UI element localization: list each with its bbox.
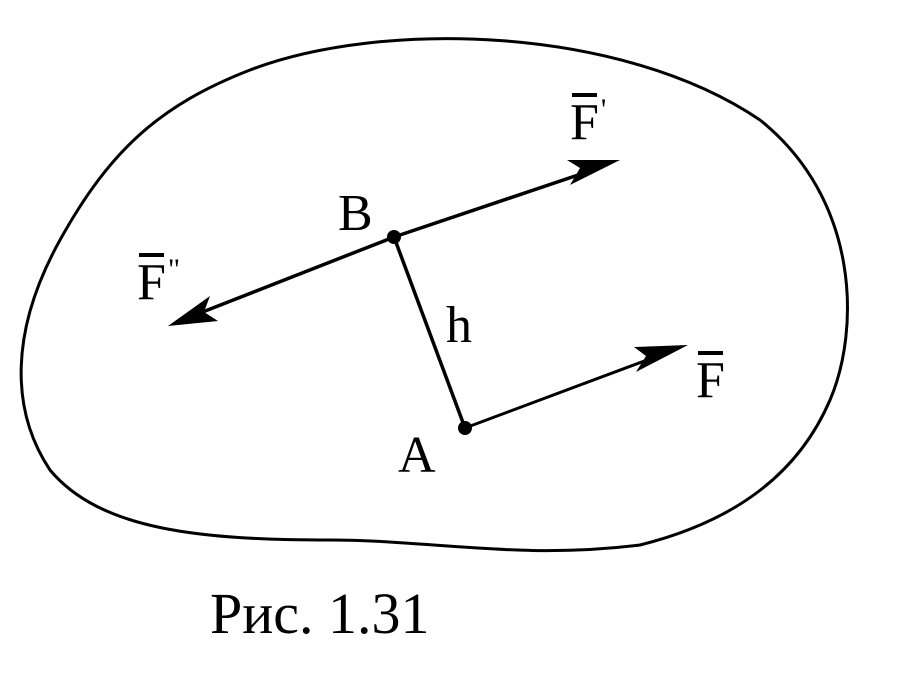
point-a	[458, 421, 472, 435]
vector-bar	[139, 253, 164, 257]
rigid-body-outline	[19, 37, 849, 553]
label-a: A	[398, 427, 436, 484]
force-line-f-double	[199, 235, 395, 315]
point-b	[387, 230, 401, 244]
f-double-letter: F	[137, 254, 166, 311]
f-double-symbol: F	[137, 253, 166, 311]
arm-h-line	[392, 236, 467, 429]
vector-bar	[572, 93, 597, 97]
force-line-f-prime	[393, 169, 591, 239]
label-b: B	[338, 185, 373, 242]
label-h: h	[446, 297, 472, 354]
label-f-double-prime: F "	[137, 253, 180, 311]
f-symbol: F	[696, 351, 725, 409]
force-line-f	[464, 355, 656, 430]
vector-bar	[698, 351, 723, 355]
double-prime-mark: "	[167, 253, 181, 286]
f-prime-letter: F	[570, 94, 599, 151]
prime-mark: '	[600, 93, 607, 126]
f-letter: F	[696, 352, 725, 409]
label-f: F	[696, 351, 725, 409]
arrowhead-f	[634, 345, 688, 372]
figure-caption: Рис. 1.31	[210, 581, 430, 646]
f-prime-symbol: F	[570, 93, 599, 151]
label-f-prime: F '	[570, 93, 606, 151]
arrowhead-f-double	[168, 296, 218, 326]
arrowhead-f-prime	[567, 160, 620, 185]
